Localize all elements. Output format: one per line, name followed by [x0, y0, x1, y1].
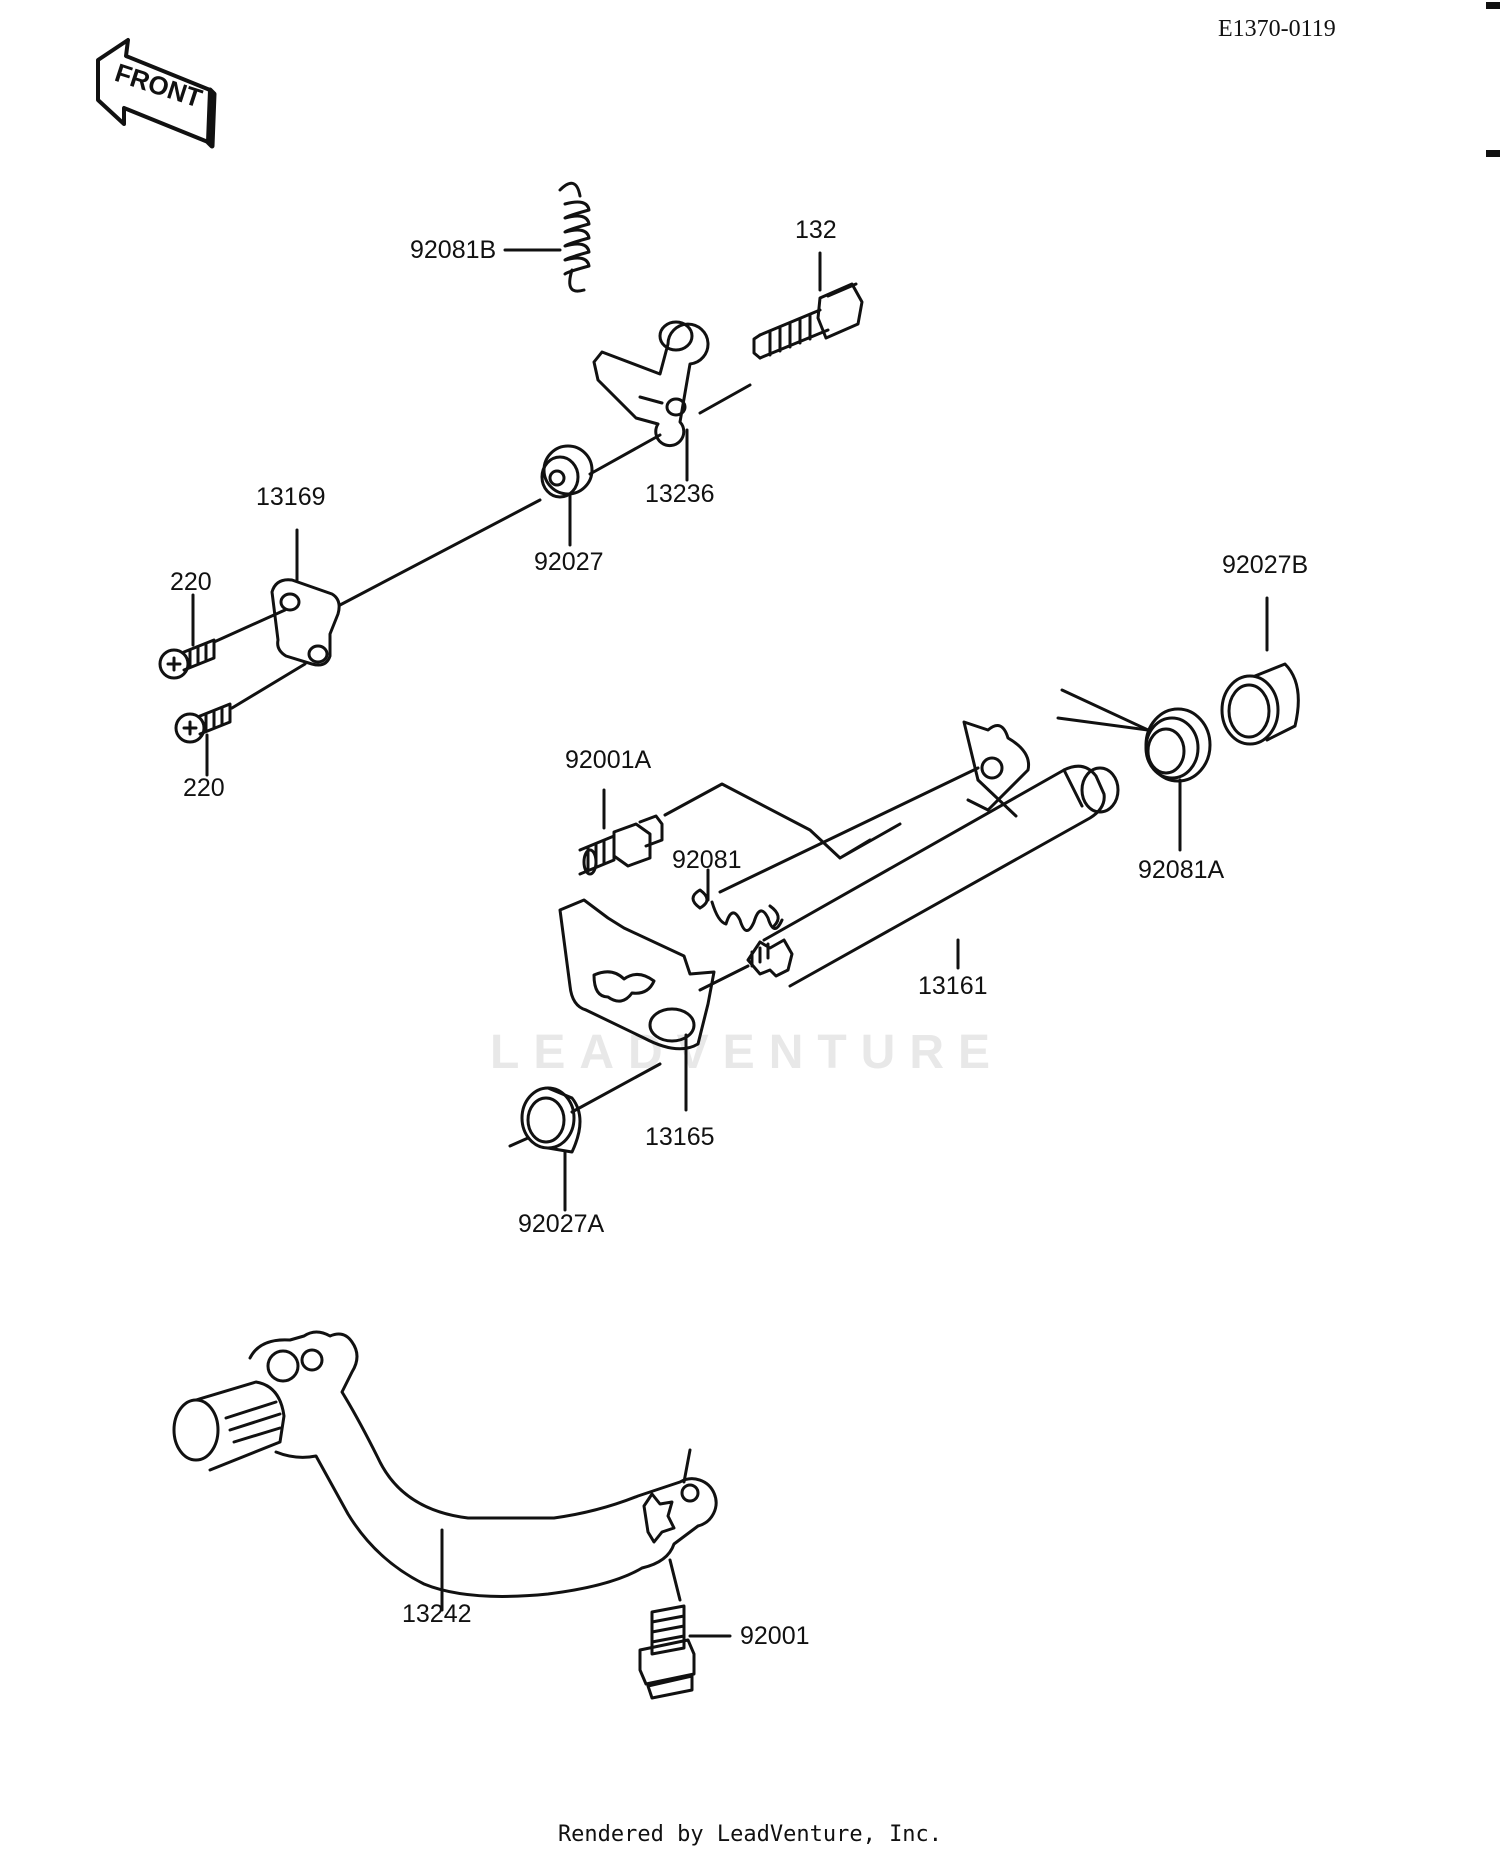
bracket-13169-icon — [270, 578, 341, 667]
bolt-92001-icon — [638, 1558, 696, 1700]
label-92027a: 92027A — [518, 1210, 605, 1238]
label-13165: 13165 — [645, 1123, 715, 1151]
axis-line-upper — [338, 498, 542, 607]
spring-92081a-icon — [1056, 688, 1212, 783]
edge-mark-middle — [1486, 150, 1500, 157]
edge-mark-top — [1486, 2, 1500, 9]
label-92081b: 92081B — [410, 236, 497, 264]
label-92027: 92027 — [534, 548, 604, 576]
label-92081: 92081 — [672, 846, 742, 874]
shift-shaft-13161-icon — [746, 720, 1120, 988]
front-arrow-icon: FRONT — [96, 38, 217, 149]
label-13236: 13236 — [645, 480, 715, 508]
screw-220-top-icon — [158, 608, 287, 680]
footer-credit: Rendered by LeadVenture, Inc. — [557, 1822, 943, 1847]
screw-220-bottom-icon — [174, 662, 307, 744]
label-92001a: 92001A — [565, 746, 652, 774]
shift-pedal-13242-icon — [172, 1330, 718, 1598]
spring-92081b-icon — [558, 181, 591, 293]
watermark: LEADVENTURE — [490, 1026, 1005, 1079]
spring-92081-icon — [691, 766, 980, 932]
diagram-id: E1370-0119 — [1218, 16, 1336, 42]
label-13242: 13242 — [402, 1600, 472, 1628]
label-220-bottom: 220 — [183, 774, 225, 802]
axis-line-upper-3 — [698, 383, 752, 415]
pin-92001a-icon — [578, 814, 664, 876]
bolt-132-icon — [752, 282, 864, 360]
plate-13236-icon — [592, 320, 710, 448]
label-92001: 92001 — [740, 1622, 810, 1650]
label-92081a: 92081A — [1138, 856, 1225, 884]
label-13169: 13169 — [256, 483, 326, 511]
label-92027b: 92027B — [1222, 551, 1309, 579]
axis-line-upper-2 — [588, 433, 662, 476]
bushing-92027b-icon — [1220, 662, 1300, 746]
label-132: 132 — [795, 216, 837, 244]
washer-92027-icon — [540, 444, 594, 499]
leader-92001a-group — [663, 782, 902, 860]
washer-92027a-icon — [508, 1062, 662, 1154]
label-220-top: 220 — [170, 568, 212, 596]
label-13161: 13161 — [918, 972, 988, 1000]
lever-plate-13165-icon — [558, 898, 750, 1051]
